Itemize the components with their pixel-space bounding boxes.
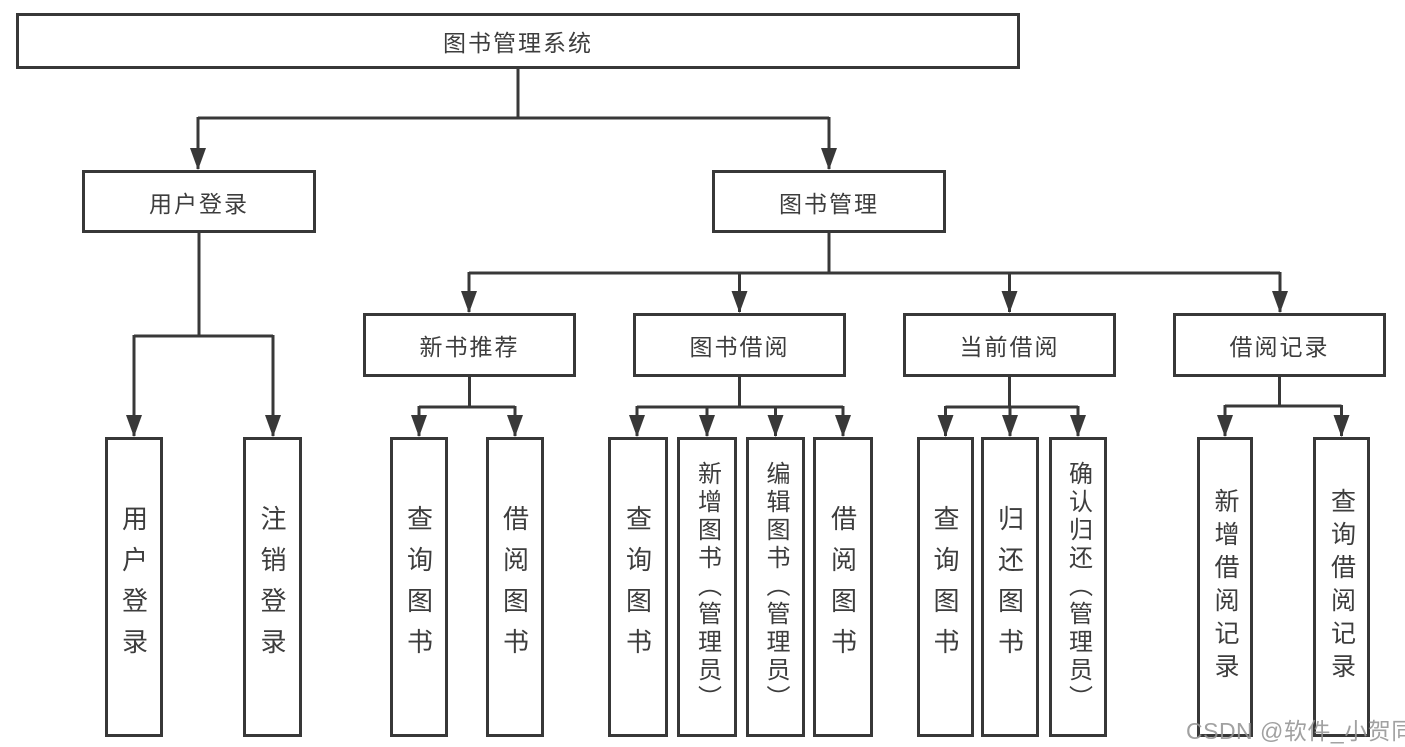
leaf-borrow-books: 借阅图书 — [813, 437, 873, 737]
leaf-logout: 注销登录 — [243, 437, 302, 737]
leaf-edit-books-admin: 编辑图书（管理员） — [746, 437, 805, 737]
leaf-add-books-admin: 新增图书（管理员） — [677, 437, 737, 737]
connector-user-login — [126, 232, 281, 437]
connector-book-management — [461, 232, 1288, 313]
connector-book-borrow — [629, 376, 851, 437]
leaf-borrow-books-recommend: 借阅图书 — [486, 437, 544, 737]
node-new-book-recommend: 新书推荐 — [363, 313, 576, 377]
leaf-confirm-return-admin: 确认归还（管理员） — [1049, 437, 1107, 737]
leaf-query-books-borrow: 查询图书 — [608, 437, 668, 737]
node-book-borrow: 图书借阅 — [633, 313, 846, 377]
node-current-borrow: 当前借阅 — [903, 313, 1116, 377]
connector-borrow-records — [1217, 376, 1350, 437]
connector-current-borrow — [937, 376, 1086, 437]
leaf-user-login: 用户登录 — [105, 437, 163, 737]
leaf-return-books: 归还图书 — [981, 437, 1039, 737]
leaf-query-books-current: 查询图书 — [917, 437, 974, 737]
connector-root — [190, 68, 837, 170]
connector-new-book-recommend — [411, 376, 523, 437]
leaf-query-books-recommend: 查询图书 — [390, 437, 448, 737]
csdn-watermark: CSDN @软件_小贺同学 — [1186, 718, 1405, 744]
node-book-management: 图书管理 — [712, 170, 946, 233]
leaf-add-borrow-record: 新增借阅记录 — [1197, 437, 1253, 737]
leaf-query-borrow-record: 查询借阅记录 — [1313, 437, 1370, 737]
node-library-system: 图书管理系统 — [16, 13, 1020, 69]
node-user-login: 用户登录 — [82, 170, 316, 233]
node-borrow-records: 借阅记录 — [1173, 313, 1386, 377]
